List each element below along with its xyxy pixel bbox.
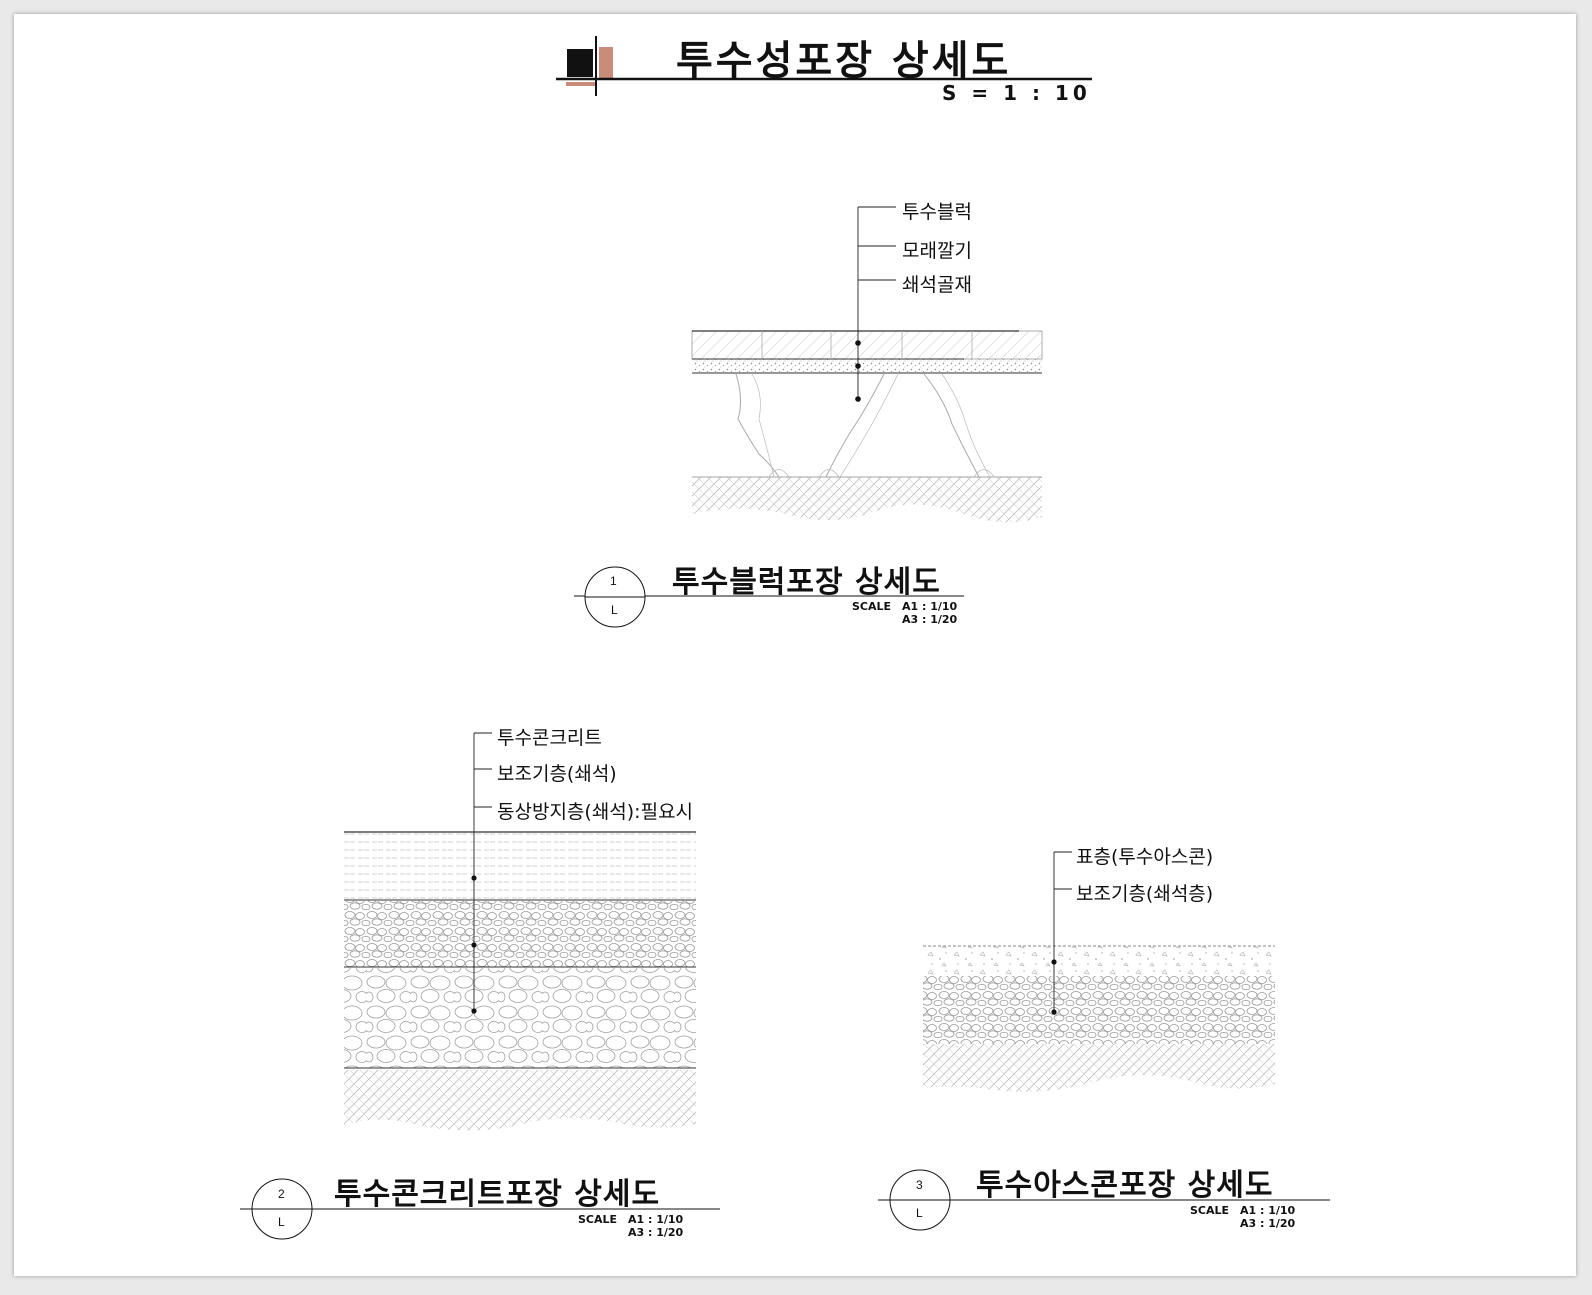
- drawing-sheet: 투수성포장 상세도 S = 1 : 10 투수블럭 모래깔기 쇄석골재 1 L …: [14, 14, 1576, 1276]
- detail-3-number: 3: [916, 1178, 923, 1192]
- detail-2-scale-a1: A1 : 1/10: [628, 1213, 684, 1226]
- callout-permeable-concrete: 투수콘크리트: [497, 727, 602, 749]
- detail-2-number: 2: [278, 1187, 285, 1201]
- callout-subbase-crushed-stone: 보조기층(쇄석): [497, 763, 617, 785]
- callout-subbase-crushed-stone-layer: 보조기층(쇄석층): [1076, 883, 1214, 905]
- detail-1-scale-a3: A3 : 1/20: [902, 613, 958, 626]
- detail-1-number: 1: [610, 574, 617, 588]
- detail-3-scale-a3: A3 : 1/20: [1240, 1217, 1296, 1230]
- detail-2-section: [240, 732, 720, 1240]
- detail-2-title: 투수콘크리트포장 상세도: [334, 1177, 661, 1212]
- detail-3-scale-label: SCALE: [1190, 1204, 1230, 1217]
- page-title: 투수성포장 상세도: [676, 38, 1012, 84]
- drawing-canvas: [240, 36, 1330, 1240]
- detail-2-sheet: L: [278, 1215, 285, 1229]
- callout-surface-permeable-asphalt: 표층(투수아스콘): [1076, 846, 1214, 868]
- callout-crushed-aggregate: 쇄석골재: [902, 274, 972, 296]
- detail-3-scale-a1: A1 : 1/10: [1240, 1204, 1296, 1217]
- header-logo-icon: [566, 36, 613, 96]
- callout-permeable-block: 투수블럭: [902, 201, 972, 223]
- detail-3-sheet: L: [916, 1206, 923, 1220]
- detail-1-section: [574, 206, 1043, 628]
- detail-1-scale-a1: A1 : 1/10: [902, 600, 958, 613]
- detail-1-scale-label: SCALE: [852, 600, 892, 613]
- page-scale: S = 1 : 10: [942, 81, 1091, 105]
- callout-sand-bedding: 모래깔기: [902, 240, 972, 262]
- detail-3-section: [878, 851, 1330, 1231]
- callout-frost-protection-layer: 동상방지층(쇄석):필요시: [497, 801, 694, 823]
- detail-3-title: 투수아스콘포장 상세도: [976, 1168, 1274, 1203]
- detail-1-title: 투수블럭포장 상세도: [672, 565, 941, 600]
- detail-1-sheet: L: [611, 603, 618, 617]
- detail-2-scale-label: SCALE: [578, 1213, 618, 1226]
- detail-2-scale-a3: A3 : 1/20: [628, 1226, 684, 1239]
